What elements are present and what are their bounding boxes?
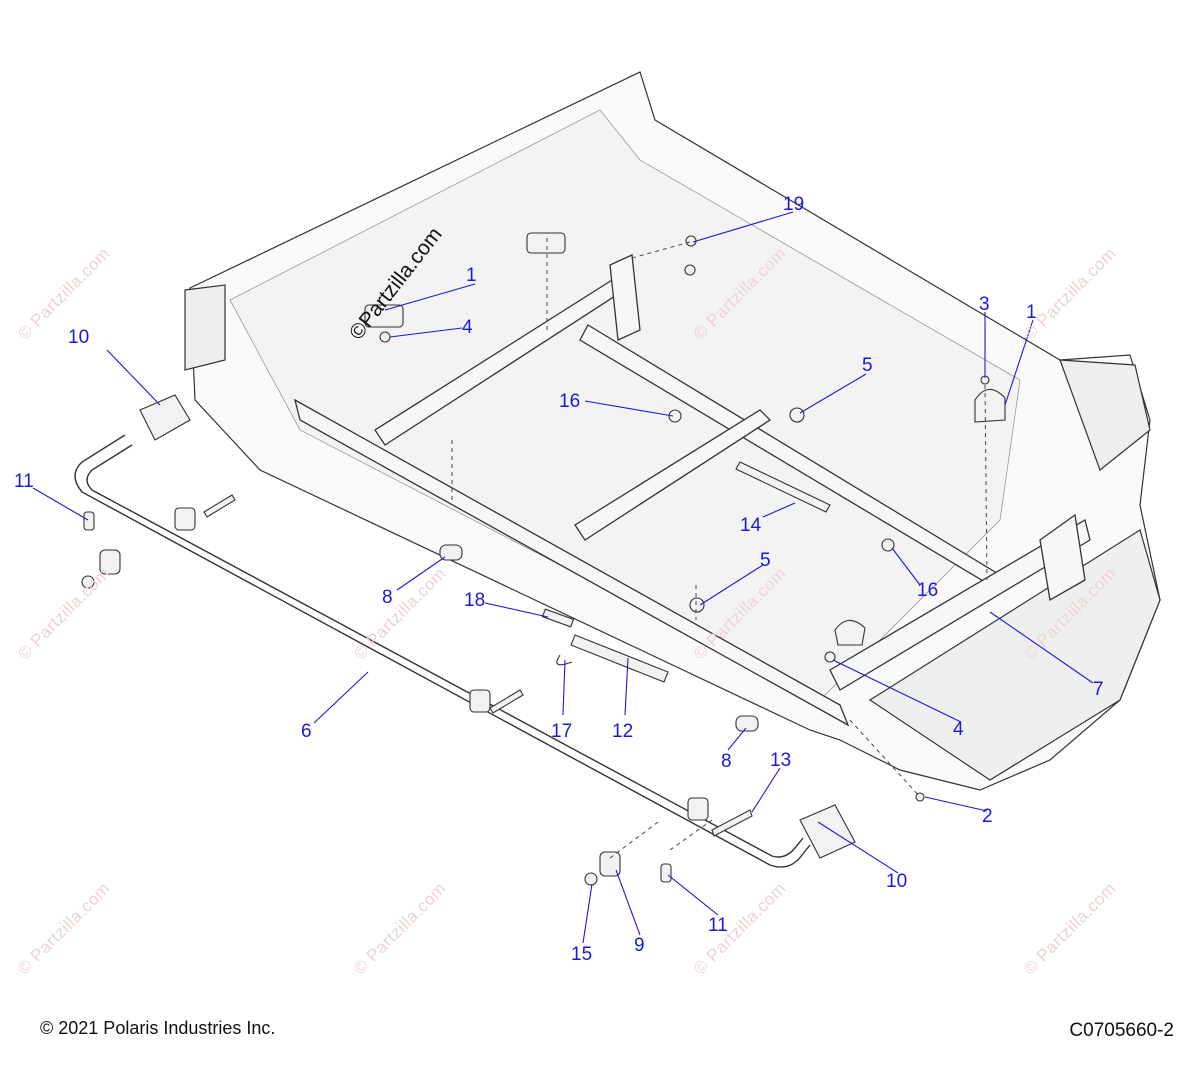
callout-8: 8: [382, 587, 393, 608]
diagram-code: C0705660-2: [1069, 1020, 1174, 1041]
callout-11: 11: [14, 471, 34, 492]
callout-2: 2: [982, 806, 993, 827]
bolt-bumper-b: [489, 689, 524, 714]
callout-15: 15: [571, 944, 593, 965]
bumper-bar: [74, 434, 811, 868]
shaft-14: [735, 461, 831, 513]
clamp-b: [469, 689, 491, 713]
callout-10: 10: [886, 871, 908, 892]
callout-6: 6: [301, 721, 312, 742]
callout-16: 16: [559, 391, 581, 412]
clip-9: [599, 851, 621, 877]
callout-1: 1: [1026, 302, 1037, 323]
copyright-text: © 2021 Polaris Industries Inc.: [40, 1018, 276, 1038]
callout-10: 10: [68, 327, 90, 348]
assembly-lines: [451, 238, 988, 859]
callout-8: 8: [721, 751, 732, 772]
bolt-19b: [684, 264, 696, 276]
callout-4: 4: [462, 317, 473, 338]
callout-18: 18: [464, 590, 486, 611]
washer-5: [789, 407, 805, 423]
bolt-bumper: [203, 494, 236, 518]
pin-18: [541, 608, 575, 628]
bushing-8-left: [439, 544, 463, 561]
sleeve-10-left: [139, 394, 191, 441]
callout-12: 12: [612, 721, 634, 742]
tie-down-1: [974, 388, 1006, 423]
nut-16: [668, 409, 682, 423]
callout-17: 17: [551, 721, 573, 742]
clip-9b: [99, 549, 121, 575]
callout-1: 1: [466, 265, 477, 286]
callout-11: 11: [708, 915, 728, 936]
callout-4: 4: [953, 719, 964, 740]
clamp: [174, 507, 196, 531]
callout-5: 5: [760, 550, 771, 571]
callout-16: 16: [917, 580, 939, 601]
sleeve-10-right: [799, 804, 856, 859]
clamp-c: [687, 797, 709, 821]
parts: [81, 232, 1006, 886]
washer-5b: [689, 597, 705, 613]
callout-7: 7: [1093, 679, 1104, 700]
nut-15: [584, 872, 598, 886]
bracket-1b: [364, 304, 404, 328]
callout-3: 3: [979, 294, 990, 315]
bolt-13: [711, 809, 753, 837]
callout-5: 5: [862, 355, 873, 376]
nut-16b: [881, 538, 895, 552]
tie-down-1b: [834, 619, 866, 646]
callout-14: 14: [740, 515, 762, 536]
callout-13: 13: [770, 750, 792, 771]
spring-11: [660, 863, 672, 883]
spring-11b: [83, 511, 95, 531]
bushing-8-right: [735, 715, 759, 732]
leader-lines: [32, 211, 1094, 944]
cotter-17: [556, 654, 573, 666]
nut-4: [379, 331, 391, 343]
shock-12: [570, 634, 669, 683]
bracket-1: [526, 232, 566, 254]
nut-4b: [824, 651, 836, 663]
callout-19: 19: [783, 194, 805, 215]
cargo-box: [184, 71, 1161, 791]
nut-15b: [81, 575, 95, 589]
frame-assembly: [294, 254, 1091, 727]
callout-9: 9: [634, 935, 645, 956]
